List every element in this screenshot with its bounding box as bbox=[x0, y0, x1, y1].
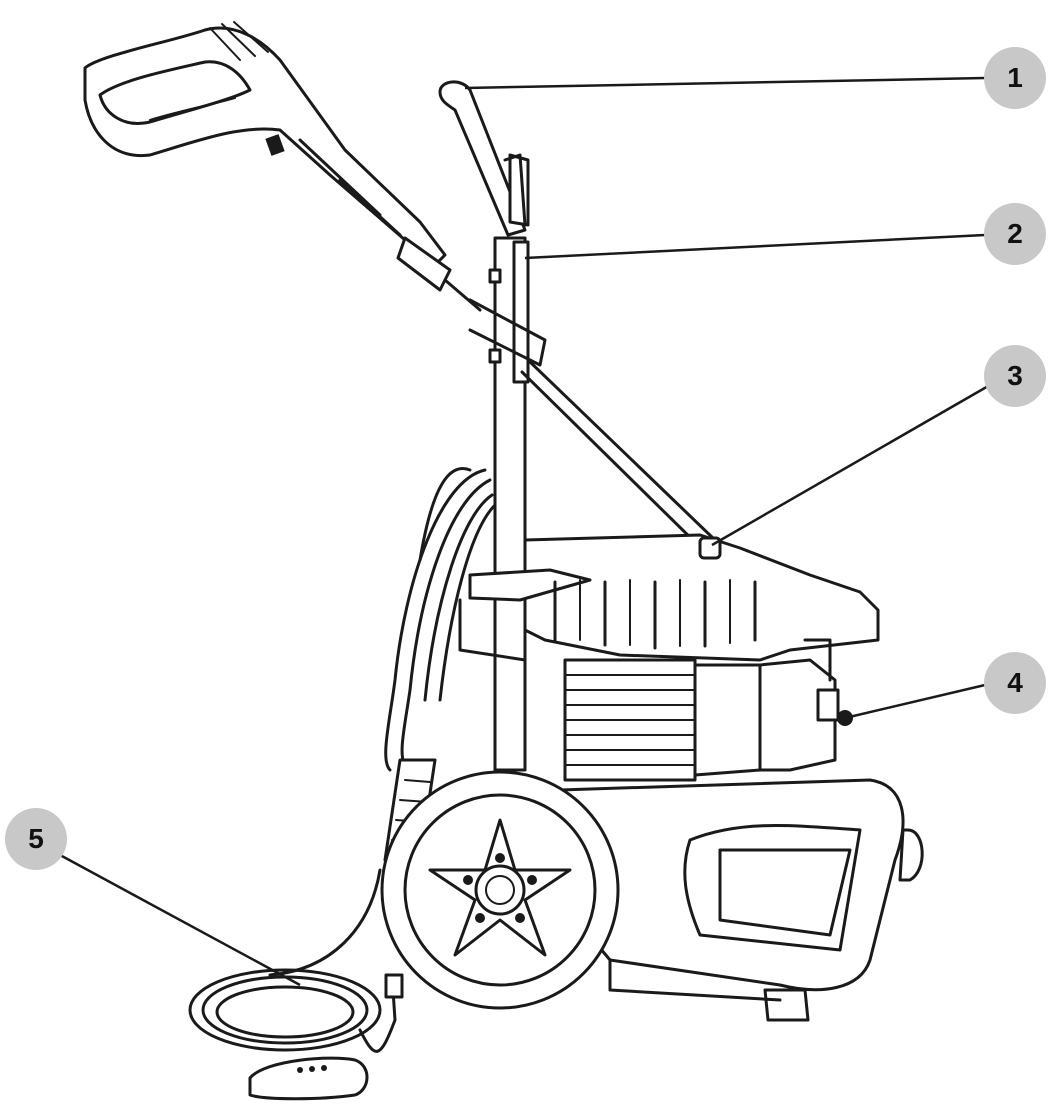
pump-outlet-fitting bbox=[837, 710, 853, 726]
spray-gun bbox=[83, 21, 482, 312]
leader-line-5 bbox=[59, 853, 301, 987]
callout-1: 1 bbox=[984, 47, 1046, 109]
leader-line-1 bbox=[464, 76, 986, 90]
wheel bbox=[380, 770, 620, 1010]
callout-4: 4 bbox=[984, 652, 1046, 714]
callout-3-number: 3 bbox=[1007, 360, 1023, 391]
callout-3: 3 bbox=[984, 345, 1046, 407]
leader-line-4 bbox=[844, 683, 986, 720]
callout-5: 5 bbox=[5, 808, 67, 870]
motor-housing bbox=[458, 533, 880, 782]
base-chassis bbox=[558, 778, 924, 1022]
callout-5-number: 5 bbox=[28, 823, 44, 854]
hose-reel bbox=[383, 467, 497, 862]
callout-4-number: 4 bbox=[1007, 667, 1023, 698]
power-cord bbox=[188, 868, 404, 1101]
callout-2-number: 2 bbox=[1007, 218, 1023, 249]
callout-2: 2 bbox=[984, 203, 1046, 265]
leader-line-3 bbox=[711, 383, 991, 547]
leader-line-2 bbox=[524, 233, 986, 260]
callout-1-number: 1 bbox=[1007, 62, 1023, 93]
leader-lines bbox=[59, 76, 991, 987]
